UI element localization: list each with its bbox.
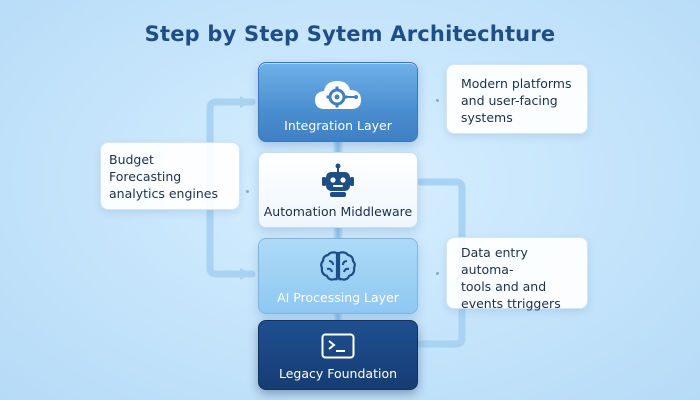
legacy-foundation-box: Legacy Foundation: [258, 320, 418, 390]
cloud-gear-icon: [315, 81, 361, 109]
central-spine: [333, 140, 343, 325]
note-line: and user-facing: [461, 93, 558, 108]
note-line: Budget: [109, 152, 154, 167]
note-data-entry: Data entry automa- tools and and events …: [446, 237, 588, 311]
connector-dot: [436, 272, 439, 275]
note-line: systems: [461, 110, 513, 125]
brain-icon: [320, 251, 356, 281]
note-line: Forecasting: [109, 169, 182, 184]
terminal-icon: [321, 333, 355, 359]
integration-layer-box: Integration Layer: [258, 62, 418, 142]
ai-processing-layer-box: AI Processing Layer: [258, 238, 418, 314]
arrow-right-icon: [240, 268, 252, 280]
automation-middleware-box: Automation Middleware: [258, 152, 418, 228]
note-line: Modern platforms: [461, 76, 572, 91]
note-modern-platforms: Modern platforms and user-facing systems: [446, 64, 588, 134]
integration-layer-label: Integration Layer: [284, 118, 392, 133]
page-title: Step by Step Sytem Architechture: [144, 22, 556, 46]
legacy-foundation-label: Legacy Foundation: [278, 366, 398, 381]
connector-dot: [246, 190, 249, 193]
robot-icon: [322, 163, 354, 197]
note-line: events ttriggers: [461, 296, 561, 311]
note-line: automa-: [461, 262, 514, 277]
note-line: analytics engines: [109, 186, 218, 201]
ai-processing-layer-label: AI Processing Layer: [277, 290, 399, 305]
arrow-right-icon: [240, 96, 252, 108]
note-line: Data entry: [461, 245, 528, 260]
connector-dot: [436, 99, 439, 102]
note-line: tools and and: [461, 279, 547, 294]
note-budget-forecasting: Budget Forecasting analytics engines: [100, 142, 240, 210]
automation-middleware-label: Automation Middleware: [263, 204, 413, 219]
